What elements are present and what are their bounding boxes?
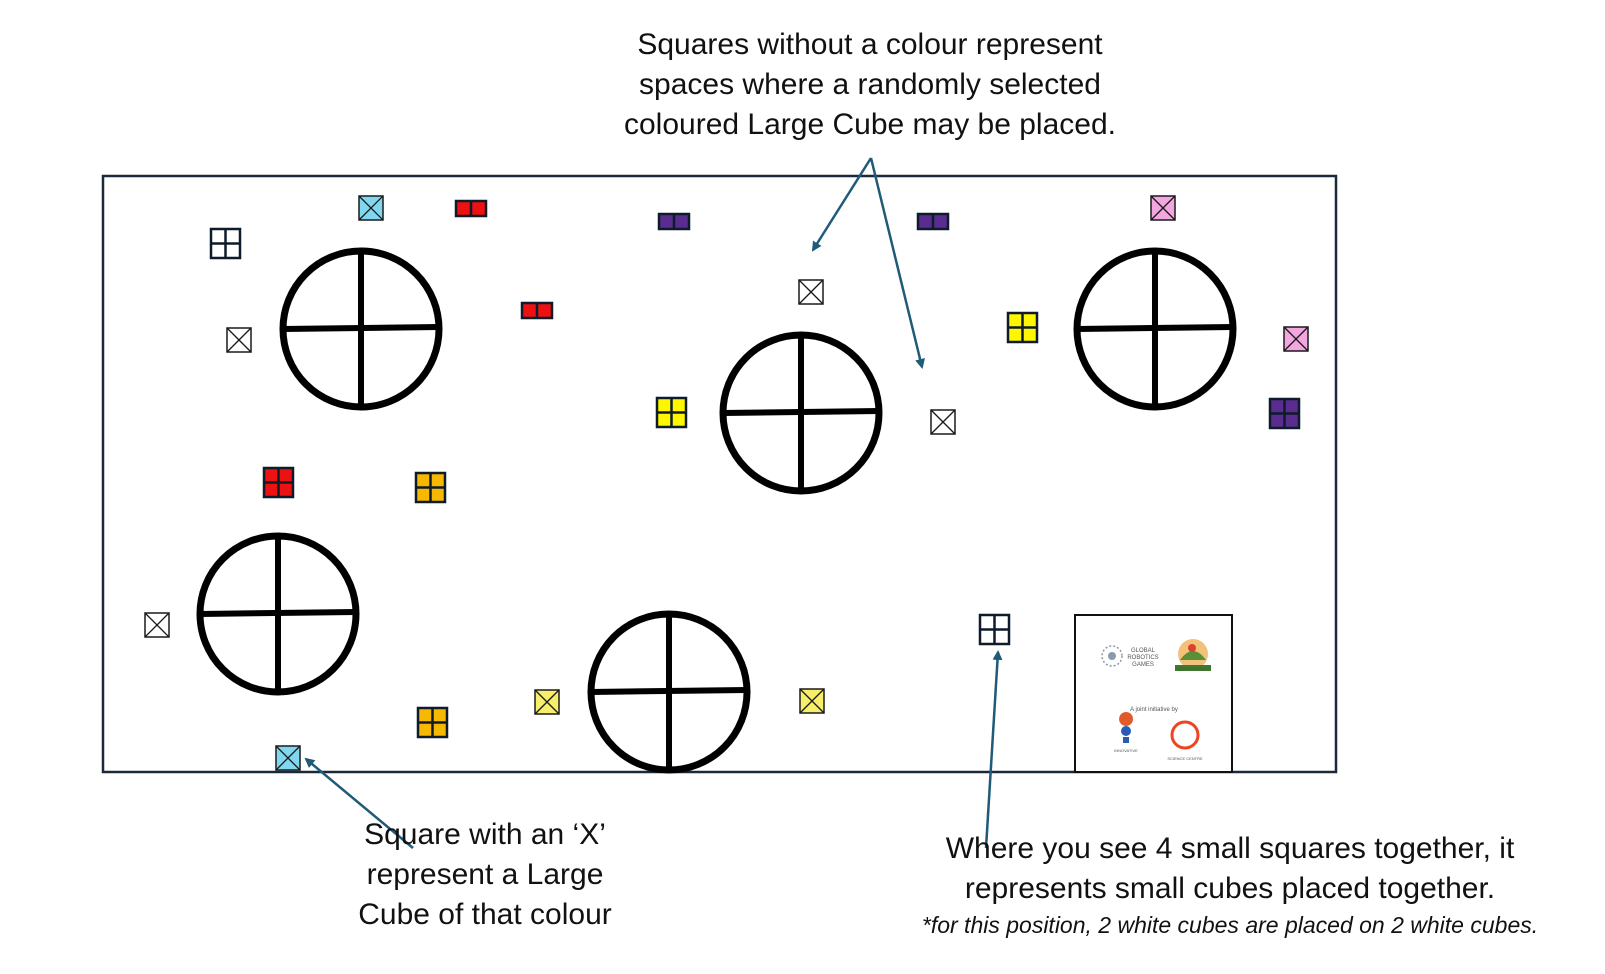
global-robotics-games-logo: GLOBAL ROBOTICS GAMES <box>1101 645 1159 668</box>
small-cube-group-red <box>262 466 295 499</box>
target-circle <box>1073 247 1237 411</box>
logo4-label: SCIENCE CENTRE <box>1167 756 1203 761</box>
note-bottom-right: Where you see 4 small squares together, … <box>880 829 1580 941</box>
large-cube-white <box>226 327 252 353</box>
logo2-label: MISSION MEALS <box>1177 666 1209 671</box>
large-cube-white <box>144 612 170 638</box>
small-cube-group-orange <box>416 706 449 739</box>
small-cube-group-white <box>209 227 242 260</box>
note-bottom-left: Square with an ‘X’ represent a Large Cub… <box>300 815 670 935</box>
note-bottom-right-line-2: represents small cubes placed together. <box>964 872 1496 905</box>
target-circle <box>196 532 360 696</box>
small-cube-pair-red <box>454 199 488 218</box>
logo1-line2: ROBOTICS <box>1127 655 1158 661</box>
cubes-layer <box>144 195 1309 771</box>
logo1-line1: GLOBAL <box>1131 648 1156 654</box>
arrow-bottom-left <box>304 757 414 849</box>
large-cube-pale-yellow <box>799 688 825 714</box>
mission-meals-logo: MISSION MEALS <box>1175 639 1211 671</box>
target-circle <box>719 331 883 495</box>
note-top-line-3: coloured Large Cube may be placed. <box>624 108 1116 141</box>
note-bottom-left-line-1: Square with an ‘X’ <box>364 818 606 851</box>
large-cube-pink <box>1150 195 1176 221</box>
large-cube-white <box>930 409 956 435</box>
small-cube-pair-red <box>520 301 554 320</box>
target-circle <box>279 247 443 411</box>
targets-layer <box>196 247 1237 774</box>
note-top-line-2: spaces where a randomly selected <box>639 68 1101 101</box>
innovative-logo: INNOVATIVE <box>1114 712 1138 753</box>
small-cube-group-white <box>978 613 1011 646</box>
small-cube-group-yellow <box>655 396 688 429</box>
target-circle <box>587 610 751 774</box>
note-top: Squares without a colour represent space… <box>560 25 1180 145</box>
arrow-top-to-right-cube <box>869 157 925 369</box>
arrow-top-to-upper-cube <box>811 157 873 252</box>
large-cube-pale-yellow <box>534 689 560 715</box>
large-cube-light-blue <box>275 745 301 771</box>
science-centre-logo: SCIENCE CENTRE <box>1167 720 1203 761</box>
small-cube-group-yellow <box>1006 311 1039 344</box>
small-cube-pair-purple <box>916 212 950 231</box>
initiative-label: A joint initiative by <box>1130 707 1178 713</box>
logo-panel: GLOBAL ROBOTICS GAMES MISSION MEALS A jo… <box>1074 614 1233 773</box>
note-bottom-right-sub: *for this position, 2 white cubes are pl… <box>921 912 1539 938</box>
note-top-line-1: Squares without a colour represent <box>637 28 1103 61</box>
large-cube-pink <box>1283 326 1309 352</box>
large-cube-white <box>798 279 824 305</box>
logo3-label: INNOVATIVE <box>1114 748 1138 753</box>
arrow-bottom-right <box>984 650 1003 849</box>
small-cube-group-orange <box>414 471 447 504</box>
note-bottom-left-line-2: represent a Large <box>366 858 604 891</box>
note-bottom-right-line-1: Where you see 4 small squares together, … <box>945 832 1515 865</box>
large-cube-light-blue <box>358 195 384 221</box>
note-bottom-left-line-3: Cube of that colour <box>358 898 612 931</box>
small-cube-group-purple <box>1268 397 1301 430</box>
small-cube-pair-purple <box>657 212 691 231</box>
logo1-line3: GAMES <box>1132 662 1154 668</box>
